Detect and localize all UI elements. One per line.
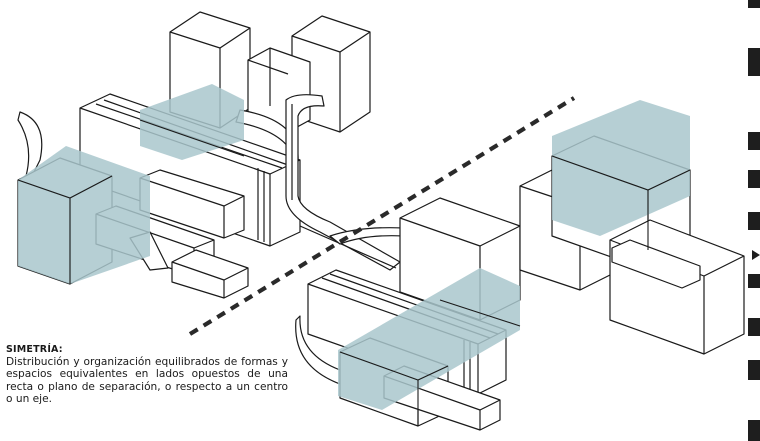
edge-mark-9	[748, 420, 760, 441]
edge-mark-1	[748, 0, 760, 8]
edge-mark-4	[748, 170, 760, 188]
highlight-right-front	[338, 268, 520, 410]
edge-arrow	[752, 250, 760, 260]
left-step-3	[171, 249, 249, 299]
edge-mark-5	[748, 212, 760, 230]
edge-mark-2	[748, 48, 760, 76]
highlight-left-front	[18, 146, 150, 284]
right-end-slab	[611, 239, 701, 289]
highlight-right-back	[552, 100, 690, 236]
edge-mark-6	[748, 274, 760, 288]
caption-block: SIMETRÍA: Distribución y organización eq…	[6, 344, 288, 405]
highlight-left-bar	[140, 84, 244, 160]
edge-mark-7	[748, 318, 760, 336]
edge-mark-8	[748, 360, 760, 380]
symmetry-axis	[188, 96, 576, 336]
central-walkway	[285, 94, 401, 271]
edge-mark-3	[748, 132, 760, 150]
caption-body: Distribución y organización equilibrados…	[6, 356, 288, 405]
caption-title: SIMETRÍA:	[6, 344, 63, 355]
highlight-outlines	[17, 119, 691, 426]
highlight-zones	[18, 84, 690, 410]
